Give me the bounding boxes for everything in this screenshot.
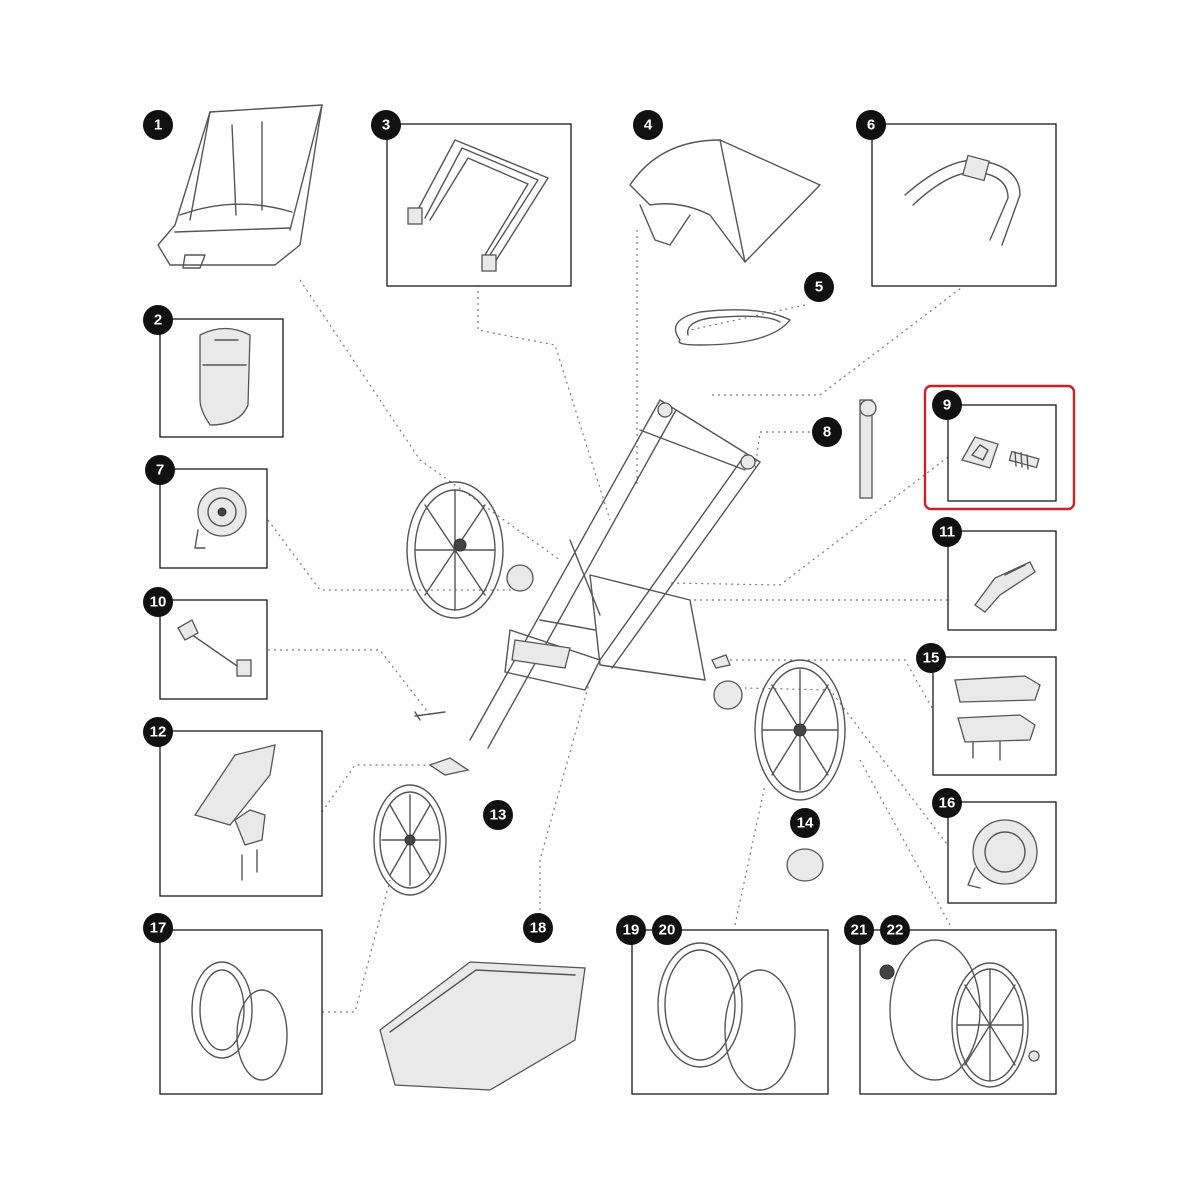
stroller-frame-illustration bbox=[373, 399, 846, 896]
callout-badge-9: 9 bbox=[932, 390, 962, 420]
foot-pad-illustration bbox=[954, 675, 1041, 761]
callout-badge-10: 10 bbox=[143, 587, 173, 617]
callout-badge-14: 14 bbox=[790, 808, 820, 838]
callout-badge-18: 18 bbox=[523, 913, 553, 943]
svg-text:17: 17 bbox=[150, 920, 167, 937]
clip-screw-illustration bbox=[961, 436, 1040, 470]
seat-pad-illustration bbox=[199, 327, 251, 426]
part-box-3 bbox=[386, 123, 572, 287]
svg-text:15: 15 bbox=[923, 650, 940, 667]
callout-badge-11: 11 bbox=[932, 517, 962, 547]
seat-illustration bbox=[157, 104, 323, 269]
callout-badge-5: 5 bbox=[804, 272, 834, 302]
u-frame-illustration bbox=[407, 139, 549, 272]
callout-badge-12: 12 bbox=[143, 717, 173, 747]
svg-text:6: 6 bbox=[867, 117, 875, 134]
part-box-19-20 bbox=[631, 929, 829, 1095]
callout-badge-2: 2 bbox=[143, 305, 173, 335]
callout-badge-7: 7 bbox=[145, 455, 175, 485]
svg-text:18: 18 bbox=[530, 920, 547, 937]
axle-illustration bbox=[177, 619, 252, 677]
cable-illustration bbox=[674, 309, 791, 346]
tire-tube-illustration bbox=[191, 961, 288, 1081]
svg-text:1: 1 bbox=[154, 117, 162, 134]
part-box-9 bbox=[947, 404, 1057, 502]
svg-text:11: 11 bbox=[939, 524, 955, 541]
svg-text:20: 20 bbox=[659, 922, 676, 939]
callout-badge-8: 8 bbox=[812, 417, 842, 447]
callout-badges: 1 2 3 4 5 6 7 8 9 10 11 12 13 14 15 16 1… bbox=[143, 110, 962, 945]
svg-text:2: 2 bbox=[154, 312, 162, 329]
part-box-6 bbox=[871, 123, 1057, 287]
svg-text:13: 13 bbox=[490, 807, 507, 824]
canopy-illustration bbox=[629, 139, 821, 263]
front-fender-illustration bbox=[193, 744, 276, 881]
callout-badge-6: 6 bbox=[856, 110, 886, 140]
svg-text:8: 8 bbox=[823, 424, 831, 441]
leader-lines bbox=[267, 230, 966, 1013]
handlebar-illustration bbox=[904, 154, 1021, 246]
callout-badge-4: 4 bbox=[633, 110, 663, 140]
rear-wheel-illustration bbox=[879, 939, 1040, 1088]
part-boxes bbox=[159, 123, 1076, 1095]
svg-text:19: 19 bbox=[623, 922, 640, 939]
callout-badge-20: 20 bbox=[652, 915, 682, 945]
svg-text:21: 21 bbox=[851, 922, 868, 939]
svg-text:12: 12 bbox=[150, 724, 167, 741]
svg-text:5: 5 bbox=[815, 279, 823, 296]
callout-badge-15: 15 bbox=[916, 643, 946, 673]
callout-badge-17: 17 bbox=[143, 913, 173, 943]
highlight-frame-9 bbox=[923, 384, 1076, 511]
callout-badge-13: 13 bbox=[483, 800, 513, 830]
basket-illustration bbox=[379, 961, 586, 1091]
svg-text:22: 22 bbox=[887, 922, 904, 939]
latch-illustration bbox=[974, 561, 1036, 613]
callout-badge-16: 16 bbox=[932, 788, 962, 818]
strap-illustration bbox=[859, 399, 877, 499]
svg-text:9: 9 bbox=[943, 397, 951, 414]
svg-text:10: 10 bbox=[150, 594, 167, 611]
brake-disc-illustration bbox=[967, 819, 1038, 889]
callout-badge-22: 22 bbox=[880, 915, 910, 945]
svg-text:7: 7 bbox=[156, 462, 164, 479]
rear-tire-tube-illustration bbox=[657, 942, 796, 1091]
svg-text:3: 3 bbox=[382, 117, 390, 134]
svg-text:14: 14 bbox=[797, 815, 814, 832]
brake-hub-illustration bbox=[194, 487, 247, 549]
callout-badge-19: 19 bbox=[616, 915, 646, 945]
callout-badge-21: 21 bbox=[844, 915, 874, 945]
callout-badge-3: 3 bbox=[371, 110, 401, 140]
svg-text:16: 16 bbox=[939, 795, 956, 812]
callout-badge-1: 1 bbox=[143, 110, 173, 140]
svg-text:4: 4 bbox=[644, 117, 653, 134]
